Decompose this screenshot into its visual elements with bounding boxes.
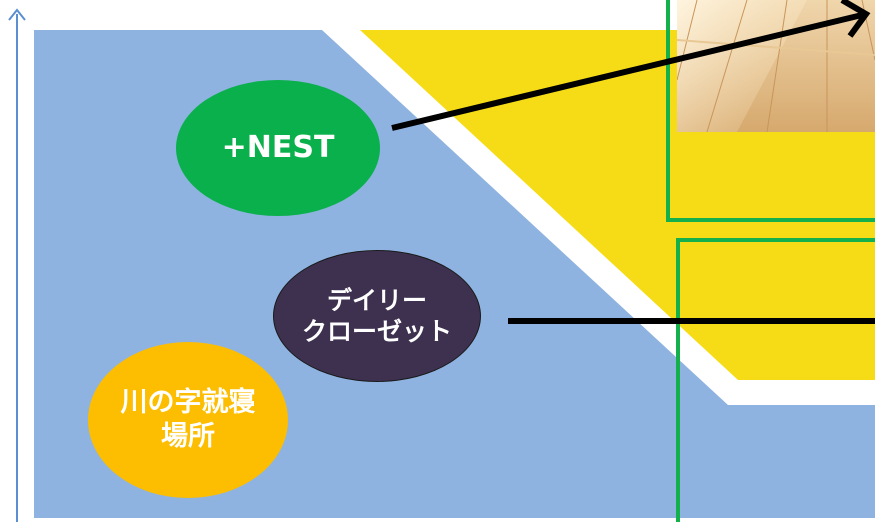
daily-closet-label-line-1: デイリー (326, 285, 427, 315)
green-frame-top (666, 0, 875, 222)
sleep-place-label-line-2: 場所 (161, 421, 215, 452)
nest-pointer-arrow (391, 12, 863, 131)
vertical-axis-arrow-icon (8, 8, 26, 21)
sleep-place-label-line-1: 川の字就寝 (120, 387, 256, 419)
daily-closet-bubble: デイリー クローゼット (273, 250, 481, 382)
nest-bubble: +NEST (176, 80, 380, 216)
green-frame-bottom (676, 238, 875, 522)
nest-bubble-label: +NEST (221, 130, 335, 166)
sleep-place-bubble: 川の字就寝 場所 (88, 342, 288, 498)
daily-closet-label-line-2: クローゼット (301, 317, 452, 346)
pointer-arrow-icon (840, 0, 871, 38)
